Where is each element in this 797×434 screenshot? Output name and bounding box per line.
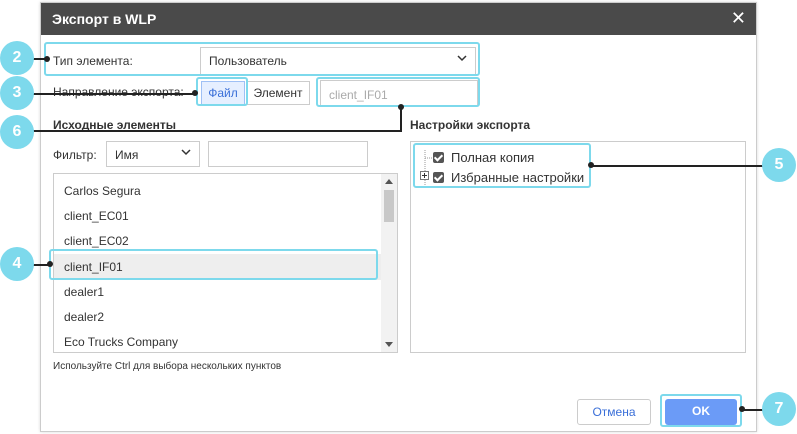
scroll-thumb[interactable]	[384, 190, 394, 222]
callout-line-3	[30, 93, 196, 95]
callout-line-5	[591, 165, 763, 167]
callout-line-6	[30, 130, 402, 132]
highlight-settings-tree	[413, 143, 591, 188]
list-item[interactable]: client_EC01	[64, 209, 129, 223]
export-direction-label: Направление экспорта:	[53, 85, 184, 99]
callout-bullet-7: 7	[762, 392, 796, 426]
callout-dot-2	[44, 56, 50, 62]
callout-bullet-4: 4	[0, 247, 34, 281]
filter-field-value: Имя	[115, 148, 139, 162]
selected-row-bg	[54, 254, 381, 280]
dialog-title: Экспорт в WLP	[52, 11, 157, 27]
callout-dot-7	[739, 406, 745, 412]
checkbox-favorite-settings[interactable]	[433, 172, 444, 183]
list-item[interactable]: dealer1	[64, 285, 105, 299]
callout-dot-4	[47, 261, 53, 267]
export-dialog: Экспорт в WLP ✕ Тип элемента: Пользовате…	[40, 2, 757, 432]
element-type-select[interactable]: Пользователь	[200, 47, 476, 75]
expand-plus-icon[interactable]	[420, 171, 429, 180]
dialog-titlebar: Экспорт в WLP ✕	[41, 3, 756, 35]
filter-field-select[interactable]: Имя	[106, 141, 200, 167]
multi-select-hint: Используйте Ctrl для выбора нескольких п…	[53, 361, 282, 372]
highlight-selected-item	[49, 249, 378, 280]
ok-button[interactable]: OK	[665, 399, 737, 425]
callout-bullet-6: 6	[0, 115, 34, 149]
checkbox-full-copy[interactable]	[433, 152, 444, 163]
list-scrollbar[interactable]	[381, 174, 397, 352]
callout-dot-6	[398, 104, 404, 110]
callout-bullet-2: 2	[0, 41, 34, 75]
callout-line-2	[30, 58, 48, 60]
source-list[interactable]: Carlos Segura client_EC01 client_EC02 cl…	[53, 173, 398, 353]
export-target-input[interactable]: client_IF01	[320, 80, 478, 106]
filter-label: Фильтр:	[53, 148, 97, 162]
export-settings-tree: Полная копия Избранные настройки	[410, 141, 746, 353]
cancel-button[interactable]: Отмена	[577, 399, 651, 425]
highlight-export-target	[316, 77, 480, 107]
callout-line-6-vertical	[400, 107, 402, 132]
list-item[interactable]: client_EC02	[64, 234, 129, 248]
callout-bullet-3: 3	[0, 76, 34, 110]
tab-element[interactable]: Элемент	[246, 81, 310, 105]
highlight-file-tab	[196, 77, 248, 106]
callout-line-7	[742, 409, 764, 411]
list-item[interactable]: dealer2	[64, 310, 105, 324]
element-type-label: Тип элемента:	[53, 54, 133, 68]
tree-item-full-copy[interactable]: Полная копия	[451, 150, 535, 165]
list-item-selected[interactable]: client_IF01	[64, 260, 123, 274]
callout-dot-3	[192, 90, 198, 96]
highlight-ok-button	[660, 394, 742, 427]
export-target-placeholder: client_IF01	[329, 88, 388, 102]
list-item[interactable]: Carlos Segura	[64, 184, 141, 198]
tree-lines	[424, 150, 433, 186]
callout-dot-5	[588, 162, 594, 168]
chevron-down-icon	[457, 55, 467, 62]
scroll-down-icon[interactable]	[385, 342, 393, 347]
filter-input[interactable]	[208, 141, 368, 167]
export-settings-title: Настройки экспорта	[410, 118, 531, 132]
source-elements-title: Исходные элементы	[53, 118, 177, 132]
callout-bullet-5: 5	[762, 148, 796, 182]
callout-line-4	[30, 264, 52, 266]
close-icon[interactable]: ✕	[730, 8, 746, 28]
chevron-down-icon	[181, 149, 191, 156]
scroll-up-icon[interactable]	[385, 179, 393, 184]
element-type-value: Пользователь	[209, 54, 287, 68]
list-item[interactable]: Eco Trucks Company	[64, 335, 179, 349]
tree-item-favorite-settings[interactable]: Избранные настройки	[451, 170, 585, 185]
tab-file[interactable]: Файл	[201, 81, 245, 105]
highlight-element-type	[44, 42, 480, 76]
